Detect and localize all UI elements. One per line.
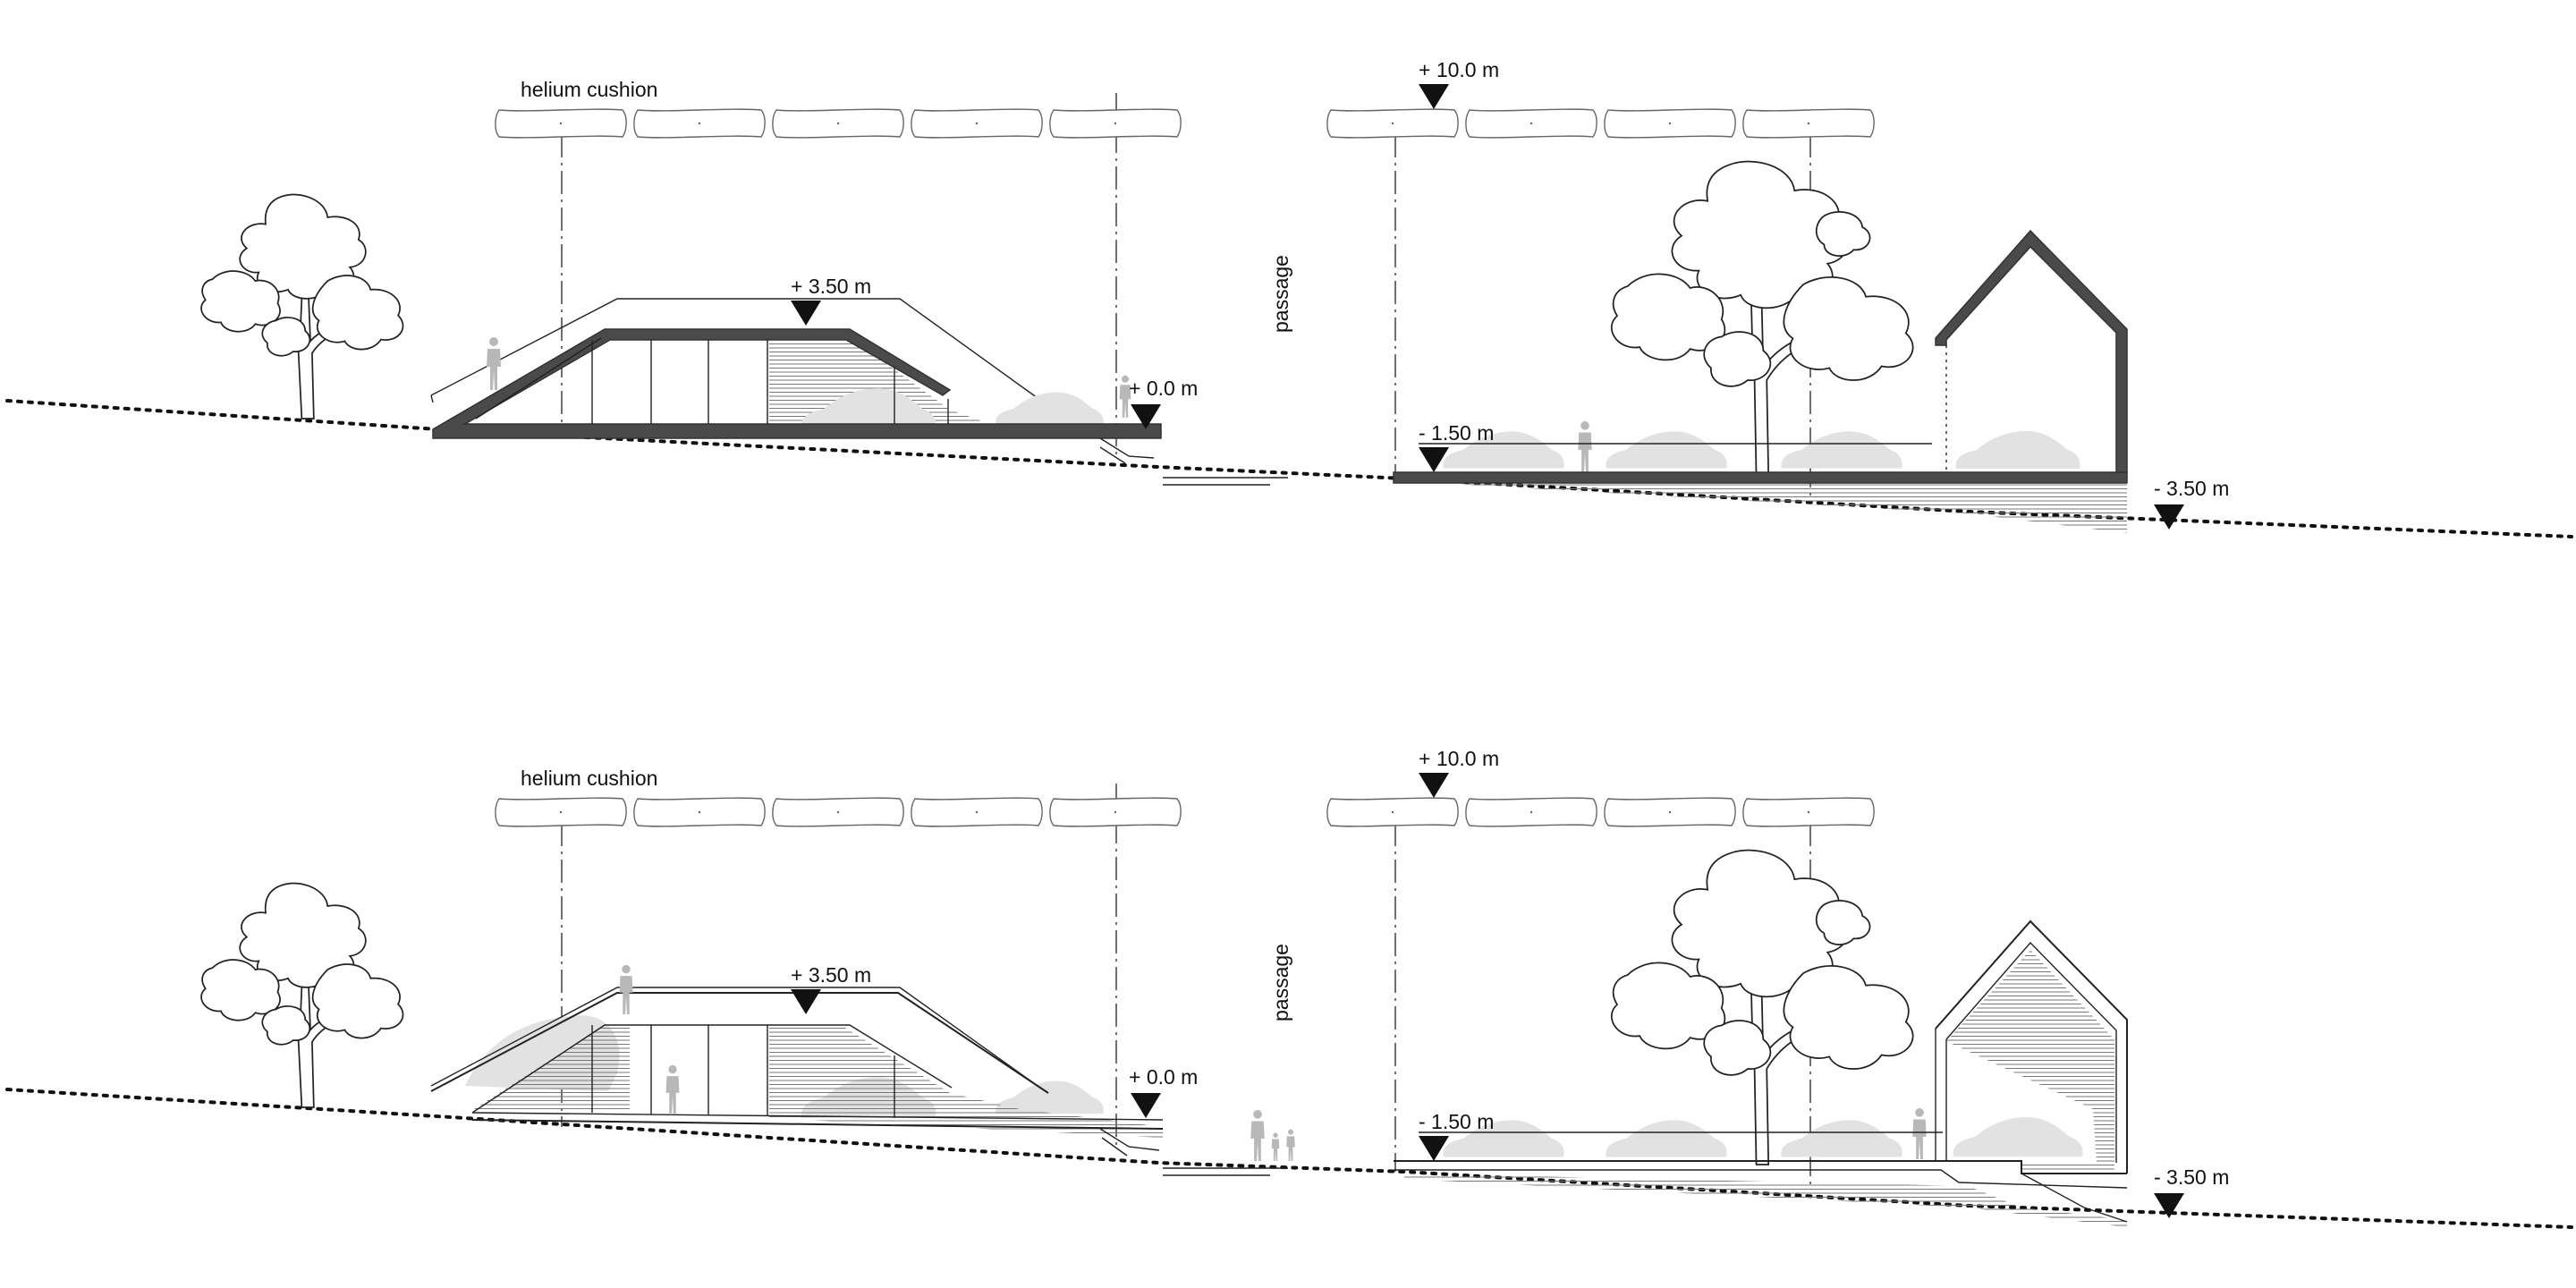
- level-marker-icon: [1419, 1136, 1449, 1161]
- helium-cushion-row-right: [1326, 797, 1875, 827]
- level-label-top: + 10.0 m: [1419, 747, 1499, 770]
- level-label-zero: + 0.0 m: [1129, 377, 1198, 400]
- person-icon: [665, 1064, 680, 1114]
- passage-label: passage: [1269, 944, 1292, 1021]
- level-label-lower-floor: - 1.50 m: [1419, 421, 1494, 445]
- helium-cushion-label: helium cushion: [521, 767, 657, 790]
- car-icon: [1606, 431, 1727, 469]
- tree-icon: [200, 193, 404, 419]
- level-marker-icon: [1131, 1093, 1161, 1118]
- lower-level-complex: [1394, 849, 2128, 1227]
- tree-icon: [1610, 160, 1914, 477]
- passage-label: passage: [1269, 255, 1292, 333]
- person-icon: [1271, 1132, 1280, 1161]
- level-marker-icon: [2154, 1193, 2184, 1218]
- level-marker-icon: [1419, 773, 1449, 798]
- tree-icon: [200, 882, 404, 1108]
- tree-icon: [1610, 849, 1914, 1165]
- level-label-zero: + 0.0 m: [1129, 1065, 1198, 1089]
- lower-level-complex: [1393, 160, 2128, 533]
- level-marker-icon: [791, 301, 821, 326]
- helium-cushion-row-right: [1326, 108, 1875, 139]
- car-icon: [1606, 1120, 1727, 1157]
- section-lower: helium cushion + 10.0 m passage: [5, 747, 2573, 1229]
- car-icon: [1955, 430, 2080, 470]
- helium-cushion-row-left: [495, 108, 1182, 139]
- level-label-top: + 10.0 m: [1419, 58, 1499, 81]
- helium-cushion-label: helium cushion: [521, 78, 657, 101]
- person-icon: [1286, 1129, 1295, 1161]
- car-icon: [1781, 431, 1902, 469]
- ground-line: [5, 399, 2573, 538]
- level-label-street: - 3.50 m: [2154, 477, 2229, 500]
- person-icon: [487, 337, 501, 390]
- level-label-street: - 3.50 m: [2154, 1165, 2229, 1189]
- section-upper: helium cushion + 10.0 m passage: [5, 58, 2573, 538]
- level-marker-icon: [1419, 447, 1449, 472]
- level-label-lower-floor: - 1.50 m: [1419, 1110, 1494, 1133]
- person-icon: [619, 964, 633, 1014]
- car-icon: [1781, 1120, 1902, 1157]
- pavilion-building: [430, 964, 1164, 1157]
- person-icon: [1578, 420, 1592, 472]
- helium-cushion-row-left: [495, 797, 1182, 827]
- level-marker-icon: [791, 989, 821, 1014]
- level-marker-icon: [1419, 84, 1449, 109]
- car-icon: [1953, 1117, 2083, 1157]
- person-icon: [1912, 1107, 1927, 1159]
- ground-line: [5, 1088, 2573, 1229]
- level-label-roof: + 3.50 m: [791, 963, 871, 987]
- level-marker-icon: [2154, 504, 2184, 530]
- level-label-roof: + 3.50 m: [791, 275, 871, 298]
- pavilion-building: [430, 298, 1162, 464]
- person-icon: [1250, 1109, 1265, 1161]
